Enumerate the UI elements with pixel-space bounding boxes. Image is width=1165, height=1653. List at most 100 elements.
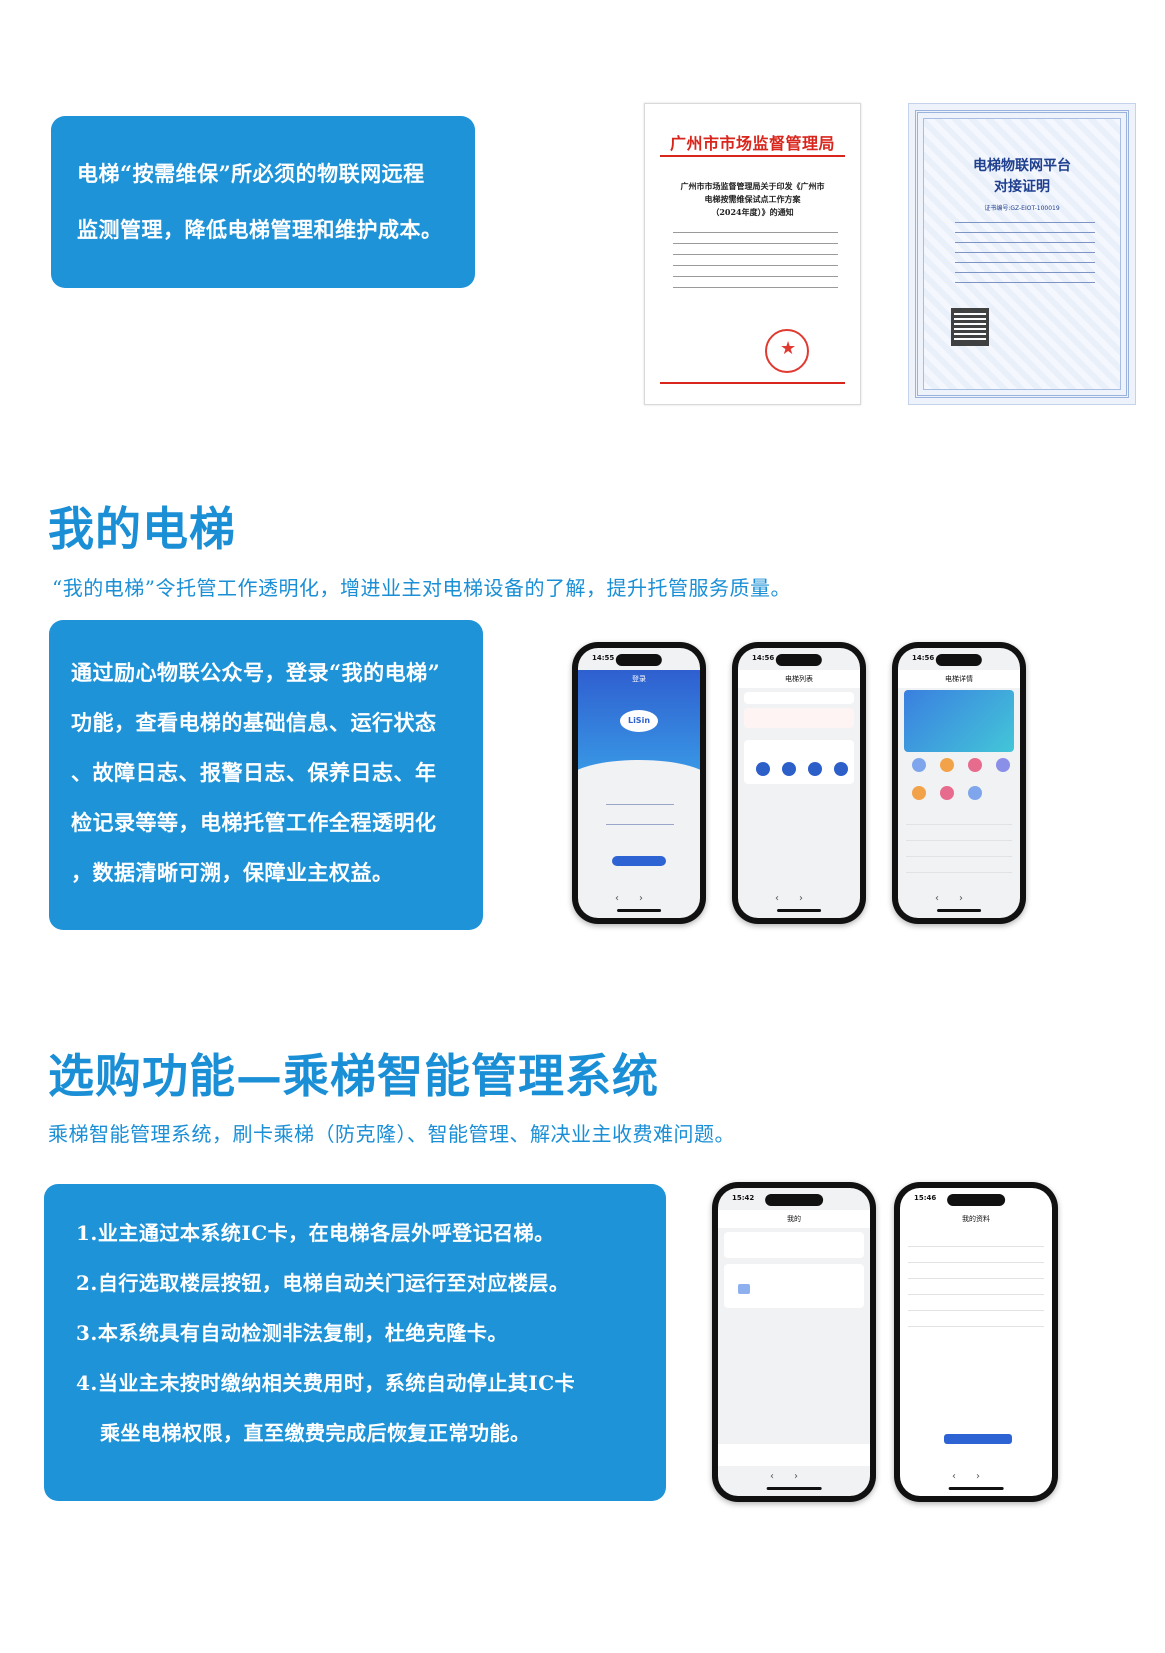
- certificate-body-lines: [955, 222, 1095, 292]
- profile-row: [908, 1278, 1044, 1279]
- qr-code-icon: [951, 308, 989, 346]
- alarm-icon: [808, 762, 822, 776]
- notice-title-line: （2024年度）》的通知: [711, 207, 794, 217]
- notice-header: 广州市市场监督管理局: [669, 134, 835, 153]
- phone-screen: 14:56 电梯详情 ‹›: [898, 648, 1020, 918]
- phone-notch: [947, 1194, 1005, 1206]
- intro-line: 监测管理，降低电梯管理和维护成本。: [77, 217, 443, 242]
- list-item[interactable]: [906, 824, 1012, 825]
- lisin-logo: LiSin: [620, 710, 658, 732]
- feature-item: 1.业主通过本系统IC卡，在电梯各层外呼登记召梯。: [76, 1221, 555, 1245]
- my-profile-icon[interactable]: [738, 1284, 750, 1294]
- phone-mockup-login: 14:55 登录 LiSin ‹›: [572, 642, 706, 924]
- notice-banner: [744, 708, 854, 728]
- description-line: 通过励心物联公众号，登录“我的电梯”: [71, 660, 441, 685]
- profile-card[interactable]: [724, 1232, 864, 1258]
- screen-title: 我的资料: [900, 1210, 1052, 1228]
- search-input[interactable]: [744, 692, 854, 704]
- government-notice-document-image: 广州市市场监督管理局 广州市市场监督管理局关于印发《广州市 电梯按需维保试点工作…: [644, 103, 861, 405]
- basic-info-icon[interactable]: [912, 758, 926, 772]
- notice-title: 广州市市场监督管理局关于印发《广州市 电梯按需维保试点工作方案 （2024年度）…: [673, 180, 832, 219]
- phone-mockup-elevator-detail: 14:56 电梯详情 ‹›: [892, 642, 1026, 924]
- certificate-border: [915, 110, 1129, 398]
- feature-item: 3.本系统具有自动检测非法复制，杜绝克隆卡。: [76, 1321, 508, 1345]
- status-icon: [756, 762, 770, 776]
- description-line: 功能，查看电梯的基础信息、运行状态: [71, 710, 437, 735]
- description-line: 检记录等等，电梯托管工作全程透明化: [71, 810, 437, 835]
- phone-mockup-elevator-list: 14:56 电梯列表 ‹›: [732, 642, 866, 924]
- home-indicator: [937, 909, 981, 912]
- username-field[interactable]: [606, 804, 674, 805]
- section-title-my-elevator: 我的电梯: [48, 502, 236, 556]
- home-indicator: [777, 909, 821, 912]
- iot-platform-certificate-image: 电梯物联网平台 对接证明 证书编号:GZ-EIOT-100019: [908, 103, 1136, 405]
- section-title-smart-ride: 选购功能—乘梯智能管理系统: [48, 1049, 659, 1103]
- certificate-number: 证书编号:GZ-EIOT-100019: [984, 205, 1060, 212]
- phone-notch: [775, 654, 823, 666]
- feature-item: 2.自行选取楼层按钮，电梯自动关门运行至对应楼层。: [76, 1271, 570, 1295]
- phone-mockup-my-profile: 15:46 我的资料 ‹›: [894, 1182, 1058, 1502]
- phone-notch: [765, 1194, 823, 1206]
- smart-ride-feature-box: 1.业主通过本系统IC卡，在电梯各层外呼登记召梯。 2.自行选取楼层按钮，电梯自…: [44, 1184, 666, 1501]
- unbind-phone-button[interactable]: [944, 1434, 1012, 1444]
- list-item[interactable]: [906, 840, 1012, 841]
- status-time: 14:56: [752, 654, 775, 662]
- notice-title-line: 广州市市场监督管理局关于印发《广州市: [680, 181, 825, 191]
- notice-title-line: 电梯按需维保试点工作方案: [704, 194, 801, 204]
- screen-title: 电梯详情: [898, 670, 1020, 688]
- browser-nav-icon[interactable]: ‹›: [952, 1471, 1000, 1482]
- inspection-icon[interactable]: [912, 786, 926, 800]
- phone-screen: 14:55 登录 LiSin ‹›: [578, 648, 700, 918]
- feature-item-continuation: 乘坐电梯权限，直至缴费完成后恢复正常功能。: [100, 1421, 531, 1445]
- fault-icon: [782, 762, 796, 776]
- fault-log-icon[interactable]: [940, 758, 954, 772]
- alarm-log-icon[interactable]: [968, 758, 982, 772]
- screen-title: 登录: [632, 675, 646, 683]
- screen-title: 我的: [718, 1210, 870, 1228]
- browser-nav-icon[interactable]: ‹›: [775, 893, 823, 904]
- home-indicator: [766, 1487, 822, 1490]
- browser-nav-icon[interactable]: ‹›: [770, 1471, 818, 1482]
- phone-screen: 14:56 电梯列表 ‹›: [738, 648, 860, 918]
- maintenance-icon: [834, 762, 848, 776]
- certificate-title-line: 电梯物联网平台: [973, 158, 1071, 174]
- home-indicator: [617, 909, 661, 912]
- profile-row: [908, 1310, 1044, 1311]
- profile-row: [908, 1246, 1044, 1247]
- screen-title: 电梯列表: [738, 670, 860, 688]
- phone-notch: [615, 654, 663, 666]
- home-indicator: [948, 1487, 1004, 1490]
- list-item[interactable]: [906, 872, 1012, 873]
- red-seal-icon: ★: [765, 329, 809, 373]
- login-wave-decoration: [578, 760, 700, 800]
- profile-row: [908, 1294, 1044, 1295]
- my-services-card: [724, 1264, 864, 1308]
- status-time: 15:46: [914, 1194, 937, 1202]
- elevator-card[interactable]: [744, 740, 854, 784]
- status-time: 14:55: [592, 654, 615, 662]
- notice-divider: [660, 155, 845, 157]
- section-subtitle-my-elevator: “我的电梯”令托管工作透明化，增进业主对电梯设备的了解，提升托管服务质量。: [52, 576, 791, 600]
- other-icon[interactable]: [968, 786, 982, 800]
- section-subtitle-smart-ride: 乘梯智能管理系统，刷卡乘梯（防克隆）、智能管理、解决业主收费难问题。: [48, 1122, 735, 1146]
- login-button[interactable]: [612, 856, 666, 866]
- status-time: 15:42: [732, 1194, 755, 1202]
- description-line: ，数据清晰可溯，保障业主权益。: [71, 860, 394, 885]
- password-field[interactable]: [606, 824, 674, 825]
- description-line: 、故障日志、报警日志、保养日志、年: [71, 760, 437, 785]
- my-elevator-description-box: 通过励心物联公众号，登录“我的电梯” 功能，查看电梯的基础信息、运行状态 、故障…: [49, 620, 483, 930]
- record-icon[interactable]: [940, 786, 954, 800]
- maintenance-log-icon[interactable]: [996, 758, 1010, 772]
- phone-screen: 15:42 我的 ‹›: [718, 1188, 870, 1496]
- browser-nav-icon[interactable]: ‹›: [615, 893, 663, 904]
- certificate-title: 电梯物联网平台 对接证明: [909, 156, 1135, 198]
- notice-body-text-lines: [673, 232, 838, 298]
- list-item[interactable]: [906, 856, 1012, 857]
- certificate-title-line: 对接证明: [994, 179, 1050, 195]
- browser-nav-icon[interactable]: ‹›: [935, 893, 983, 904]
- profile-row: [908, 1326, 1044, 1327]
- feature-item: 4.当业主未按时缴纳相关费用时，系统自动停止其IC卡: [76, 1371, 576, 1395]
- intro-line: 电梯“按需维保”所必须的物联网远程: [77, 161, 425, 186]
- notice-divider: [660, 382, 845, 384]
- intro-text-box: 电梯“按需维保”所必须的物联网远程 监测管理，降低电梯管理和维护成本。: [51, 116, 475, 288]
